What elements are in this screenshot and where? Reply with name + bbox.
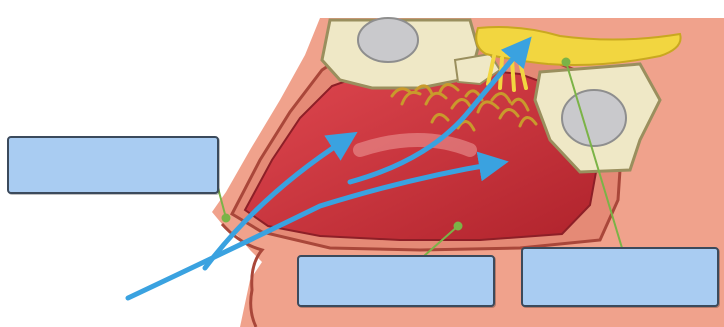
label-box-middle[interactable]: [297, 255, 495, 307]
bone-sinus-upper: [358, 18, 418, 62]
label-box-right[interactable]: [521, 247, 719, 307]
label-box-left[interactable]: [7, 136, 219, 194]
bone-sinus-right: [562, 90, 626, 146]
